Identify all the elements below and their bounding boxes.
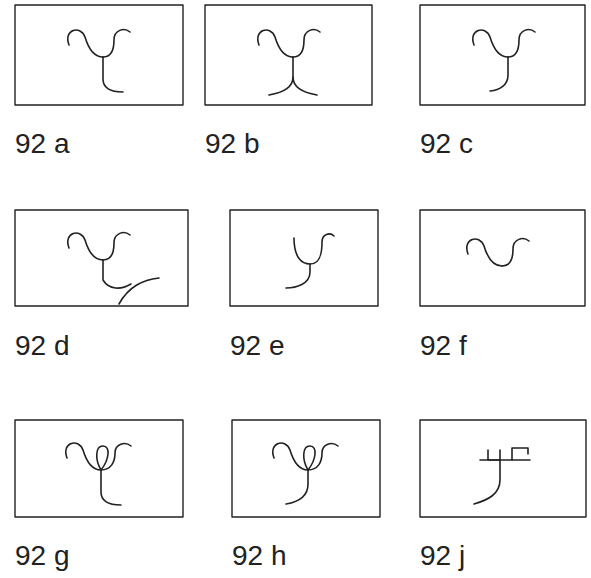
figure-label: 92 j xyxy=(420,540,465,572)
figure-label: 92 a xyxy=(15,128,70,160)
glyph-panel xyxy=(230,210,378,306)
figure-label: 92 c xyxy=(420,128,473,160)
glyph-panel xyxy=(232,420,380,517)
figure-label: 92 g xyxy=(15,540,70,572)
figure-label: 92 e xyxy=(230,330,285,362)
figure-label: 92 b xyxy=(205,128,260,160)
figure-label: 92 d xyxy=(15,330,70,362)
glyph-panel xyxy=(15,5,183,105)
glyph-panel xyxy=(15,420,183,517)
glyph-panel xyxy=(15,210,188,306)
glyph-panel xyxy=(420,5,585,105)
figure-label: 92 h xyxy=(232,540,287,572)
glyph-panel xyxy=(205,5,372,105)
glyph-panel xyxy=(420,420,586,517)
glyph-panel xyxy=(420,210,585,306)
figure-label: 92 f xyxy=(420,330,467,362)
